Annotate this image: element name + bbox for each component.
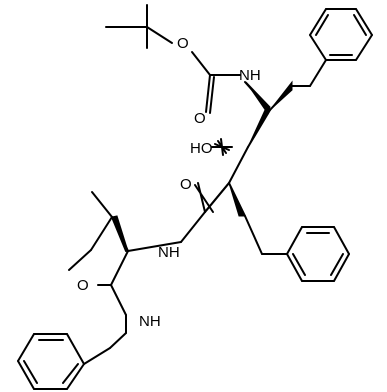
tert-butyl-group (105, 4, 173, 49)
boc-carbamate-group (191, 51, 241, 114)
upper-phenyl-ring (309, 8, 373, 87)
atom-o-boc-carbonyl: O (194, 110, 206, 127)
atom-ho: HO (190, 140, 213, 157)
atom-o-boc-ether: O (177, 35, 189, 52)
atom-nh-amide-upper: NH (158, 244, 180, 261)
lower-phenyl-ring (17, 333, 85, 390)
atom-labels: O O NH HO O NH O NH (77, 35, 261, 330)
atom-nh-amide-lower: NH (139, 313, 161, 330)
atom-o-amide-upper: O (180, 176, 192, 193)
stereo-wedges (111, 80, 293, 252)
hashed-stereo-bonds (111, 138, 233, 252)
middle-phenyl-ring (286, 226, 350, 282)
atom-nh-carbamate: NH (239, 67, 261, 84)
atom-o-amide-lower: O (77, 277, 89, 294)
